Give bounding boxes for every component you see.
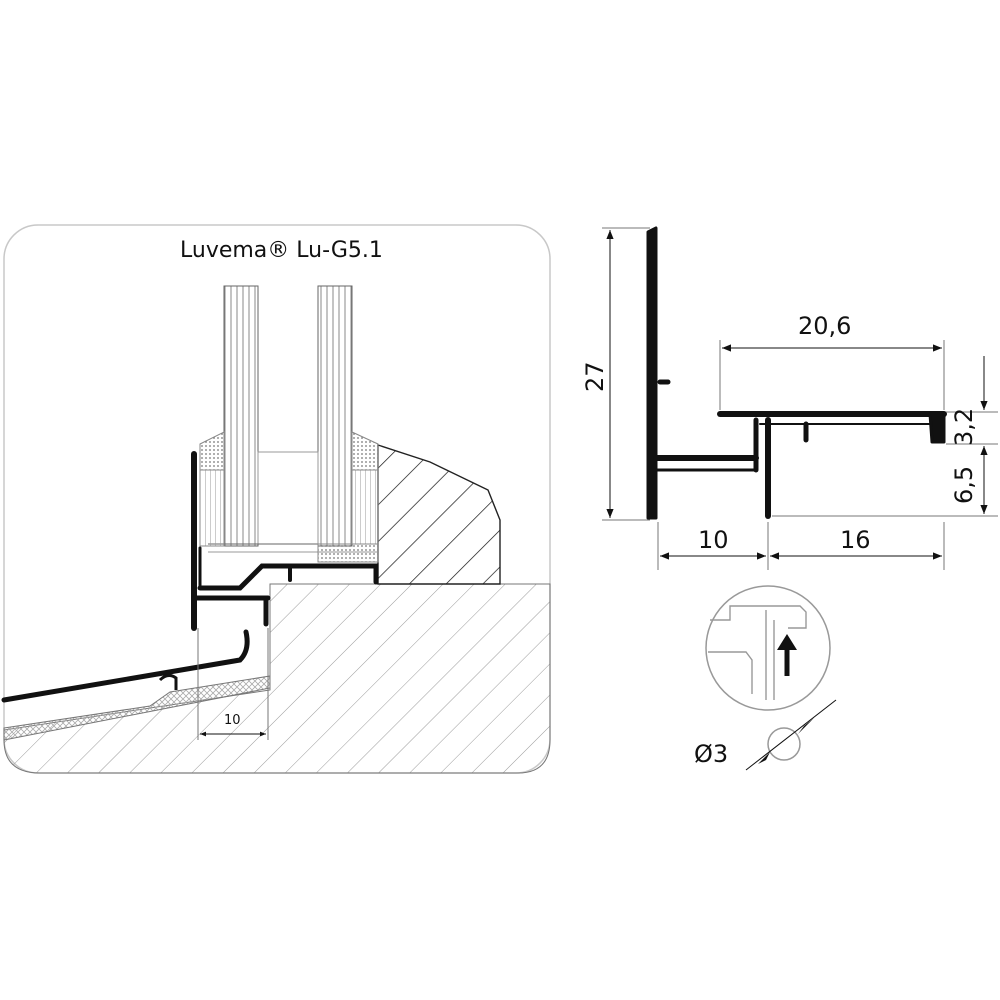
up-arrow-icon (777, 634, 797, 676)
height-label: 27 (581, 361, 609, 392)
product-title: Luvema® Lu-G5.1 (180, 238, 383, 263)
base-left-label: 10 (698, 526, 729, 554)
diameter-label: Ø3 (694, 740, 729, 768)
glass-spacer (257, 451, 319, 545)
glazing-seals (199, 431, 379, 563)
base-right-label: 16 (840, 526, 871, 554)
profile-dimensions (602, 227, 998, 570)
floor-finish (1, 629, 271, 741)
glass-pane-left (223, 285, 259, 547)
concrete-slab (3, 583, 551, 774)
aluminium-profile-section (191, 451, 379, 631)
top-width-label: 20,6 (798, 312, 852, 340)
glass-panes (208, 285, 378, 553)
upper-structure (377, 444, 501, 585)
installation-gap-dimension (197, 628, 269, 740)
detail-view (705, 585, 831, 711)
installation-gap-label: 10 (224, 713, 241, 728)
lip-thickness-label: 3,2 (950, 407, 978, 446)
profile-cross-section (646, 226, 947, 520)
glass-pane-right (317, 285, 353, 547)
channel-depth-label: 6,5 (950, 465, 978, 504)
drainage-hole-diameter (745, 699, 837, 771)
